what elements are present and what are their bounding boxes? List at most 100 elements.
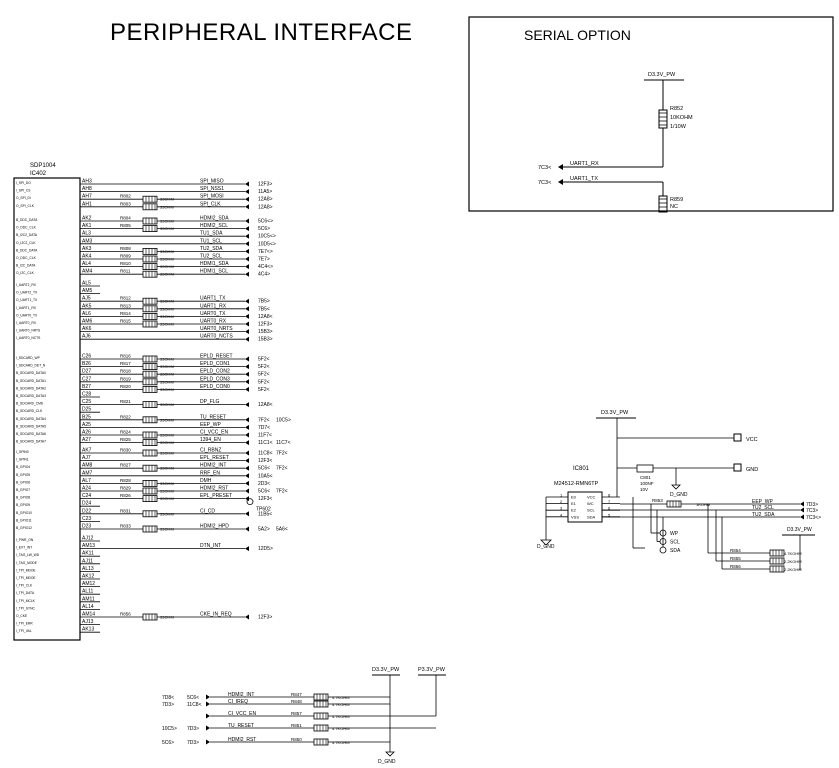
pin-number: C25 bbox=[82, 399, 91, 405]
net-label: UART1_RX bbox=[200, 303, 227, 309]
resistor-ref: R830 bbox=[120, 448, 131, 453]
uart1-tx-net: UART1_TX bbox=[570, 176, 598, 182]
r859-value: NC bbox=[670, 204, 678, 210]
resistor-ref: R854 bbox=[730, 548, 741, 553]
c801-value: 100NF bbox=[640, 481, 654, 486]
resistor-body bbox=[142, 439, 158, 447]
pin-number: AH8 bbox=[82, 186, 92, 192]
arrow-icon bbox=[245, 329, 249, 335]
pin-number: AK13 bbox=[82, 627, 94, 633]
net-label: EEP_WP bbox=[752, 499, 774, 505]
pin-number: AM5 bbox=[82, 288, 93, 294]
sheet-ref: 7D3> bbox=[187, 726, 199, 732]
resistor-ref: R802 bbox=[120, 194, 131, 199]
sheet-ref: 12F3> bbox=[258, 322, 272, 328]
arrow-icon bbox=[245, 546, 249, 552]
pin-name: SDA bbox=[587, 514, 596, 519]
pin-number: AH1 bbox=[82, 201, 92, 207]
pin-name: B_I2C2_DATA bbox=[16, 233, 38, 237]
resistor-body bbox=[142, 370, 158, 378]
resistor-body bbox=[142, 203, 158, 211]
net-label: SPI_MISO bbox=[200, 179, 224, 185]
pin-name: I_GPIN0 bbox=[16, 450, 29, 454]
pin-number: B27 bbox=[82, 384, 91, 390]
pin-name: O_SPI_DI bbox=[16, 196, 31, 200]
resistor-value: 33OHM bbox=[160, 219, 174, 224]
resistor-value: 33OHM bbox=[160, 511, 174, 516]
side-ref: 7F2< bbox=[276, 489, 288, 495]
eeprom-part: M24512-RMN6TP bbox=[554, 481, 599, 487]
pin-name: I_TAG_MODE bbox=[16, 561, 38, 565]
pin-name: I_PWR_ON bbox=[16, 538, 34, 542]
arrow-icon bbox=[245, 450, 249, 456]
resistor-body bbox=[142, 378, 158, 386]
series-resistor bbox=[142, 355, 158, 363]
pin-number: C26 bbox=[82, 354, 91, 360]
pin-number: A27 bbox=[82, 437, 91, 443]
pullup-resistor bbox=[313, 724, 329, 732]
net-label: EPLD_CON1 bbox=[200, 361, 230, 367]
pin-name: I_TAG_LW_WD bbox=[16, 553, 40, 557]
pin-name: B_GPIO4 bbox=[16, 465, 30, 469]
pin-number: AL5 bbox=[82, 281, 91, 287]
resistor-stripes bbox=[145, 225, 156, 232]
sheet-ref: 15B3> bbox=[258, 329, 273, 335]
resistor-ref: R820 bbox=[120, 384, 131, 389]
series-resistor bbox=[142, 449, 158, 457]
sheet-ref: 10D5<> bbox=[258, 241, 276, 247]
net-label: DTN_INT bbox=[200, 543, 221, 549]
sheet-ref: 12A8> bbox=[258, 204, 273, 210]
sheet-ref: 5F2< bbox=[258, 357, 270, 363]
arrow-icon bbox=[245, 379, 249, 385]
serial-option-frame bbox=[468, 16, 834, 212]
arrow-icon bbox=[245, 271, 249, 277]
sheet-ref: 12A8< bbox=[258, 314, 273, 320]
sheet-ref: 11C1< bbox=[258, 440, 273, 446]
resistor-ref: R808 bbox=[120, 246, 131, 251]
resistor-body bbox=[142, 217, 158, 225]
pullup-resistor bbox=[769, 557, 785, 565]
resistor-value: 33OHM bbox=[160, 387, 174, 392]
sheet-ref: 10C5<> bbox=[258, 234, 276, 240]
pin-number: AM11 bbox=[82, 596, 95, 602]
pin-name: I_UART0_RX bbox=[16, 321, 37, 325]
pin-name: B_GPIO5 bbox=[16, 473, 30, 477]
arrow-icon bbox=[245, 256, 249, 262]
sheet-ref: 5C6< bbox=[258, 489, 270, 495]
resistor-stripes bbox=[772, 558, 783, 564]
resistor-stripes bbox=[145, 321, 156, 327]
pin-name: I_SDCARD_DET_N bbox=[16, 364, 46, 368]
series-resistor bbox=[142, 385, 158, 393]
eeprom-body bbox=[567, 491, 603, 523]
sheet-ref: 12A8< bbox=[258, 402, 273, 408]
resistor-value: 33OHM bbox=[160, 527, 174, 532]
resistor-body bbox=[142, 305, 158, 313]
sheet-ref: 5C6> bbox=[258, 226, 270, 232]
resistor-body bbox=[142, 510, 158, 518]
pin-number: AJ7 bbox=[82, 455, 91, 461]
arrow-icon bbox=[245, 480, 249, 486]
resistor-stripes bbox=[145, 271, 156, 278]
series-resistor bbox=[142, 370, 158, 378]
resistor-stripes bbox=[316, 725, 327, 731]
pin-name: VSS bbox=[571, 514, 579, 519]
resistor-stripes bbox=[772, 550, 783, 556]
resistor-stripes bbox=[669, 501, 680, 507]
resistor-stripes bbox=[145, 488, 156, 494]
net-label: UART0_RX bbox=[200, 319, 227, 325]
sheet-ref: 5F2< bbox=[258, 379, 270, 385]
arrow-icon bbox=[206, 701, 210, 707]
net-label: TU1_SDA bbox=[200, 231, 223, 237]
pullup-resistor bbox=[313, 738, 329, 746]
resistor-ref: R833 bbox=[120, 524, 131, 529]
resistor-value: 33OHM bbox=[160, 249, 174, 254]
net-label: HDMI2_SCL bbox=[200, 223, 228, 229]
resistor-stripes bbox=[145, 313, 156, 320]
arrow-icon bbox=[245, 321, 249, 327]
pin-number: 5 bbox=[608, 512, 611, 517]
resistor-value: 33OHM bbox=[160, 379, 174, 384]
arrow-icon bbox=[800, 514, 804, 520]
resistor-stripes bbox=[145, 510, 156, 517]
pin-name: O_CKE bbox=[16, 614, 28, 618]
